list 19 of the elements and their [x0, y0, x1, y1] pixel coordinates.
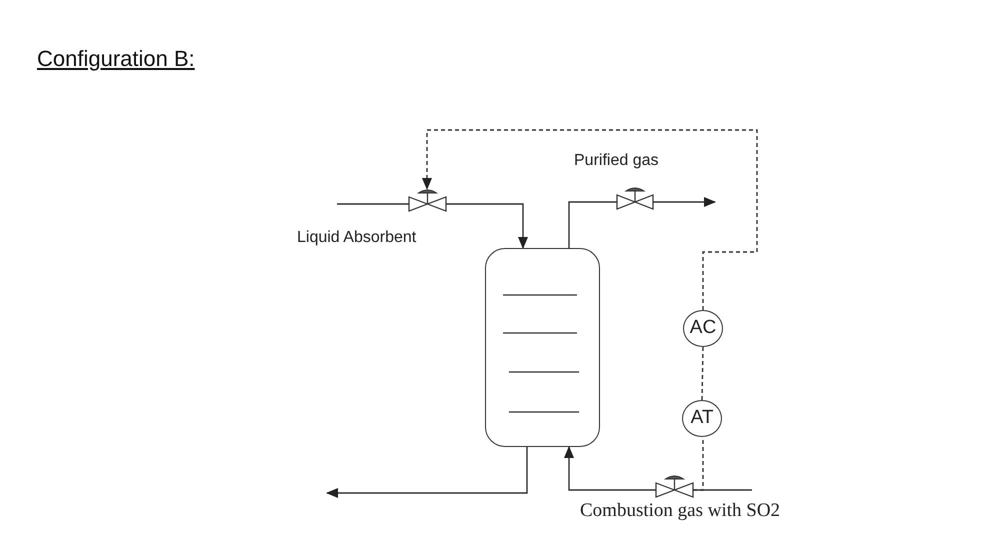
- signal-line: [693, 437, 704, 491]
- stream-label: Purified gas: [574, 151, 658, 171]
- pipe-line: [326, 447, 528, 498]
- stream-label: Combustion gas with SO2: [580, 499, 780, 523]
- instrument-bubble: AT: [682, 400, 722, 437]
- pipe-line: [446, 203, 528, 249]
- valve-symbol: [409, 189, 446, 212]
- absorption-column: [485, 248, 600, 447]
- pipe-line: [337, 203, 409, 205]
- signal-line: [422, 129, 758, 310]
- valve-symbol: [656, 475, 693, 498]
- stream-label: Liquid Absorbent: [297, 228, 416, 248]
- pipe-line: [568, 201, 617, 248]
- valve-symbol: [617, 187, 653, 210]
- instrument-bubble: AC: [683, 310, 723, 347]
- pipe-line: [653, 197, 716, 207]
- signal-line: [701, 346, 704, 400]
- title: Configuration B:: [37, 45, 195, 73]
- pipe-line: [564, 446, 656, 491]
